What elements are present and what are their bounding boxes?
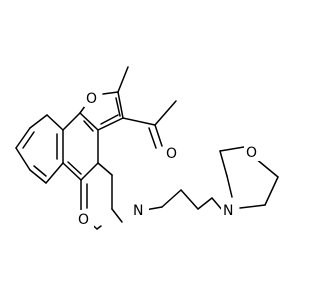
- bond: [111, 208, 123, 223]
- bond: [161, 189, 182, 208]
- bond: [29, 169, 47, 184]
- bond: [96, 225, 102, 230]
- double-bond-inner: [22, 131, 35, 149]
- bond: [117, 91, 124, 119]
- benzo-ring-left: [15, 114, 64, 184]
- carbonyl-bond: [148, 127, 157, 149]
- bond: [219, 146, 245, 152]
- bond: [80, 162, 99, 181]
- bond: [219, 150, 228, 177]
- double-bond-inner: [83, 120, 94, 132]
- bond: [97, 117, 124, 131]
- bond: [45, 162, 64, 184]
- oxazine-oxygen-label: O: [78, 212, 89, 228]
- furan-ring: [79, 91, 124, 131]
- structure-drawing: O O O N N O: [15, 66, 279, 230]
- bond: [226, 175, 233, 198]
- bond: [254, 157, 279, 178]
- carbonyl-oxygen-label: O: [166, 146, 177, 162]
- double-bond-inner: [67, 161, 82, 175]
- double-bond-inner: [100, 114, 119, 125]
- bond: [46, 114, 64, 131]
- morpholine-oxygen-label: O: [246, 145, 257, 161]
- carbonyl-bond: [154, 124, 163, 147]
- bond: [264, 176, 279, 206]
- acetyl-group: [122, 100, 177, 149]
- bond: [239, 204, 266, 209]
- bond: [122, 117, 156, 126]
- atom-labels: O O O N N O: [76, 89, 262, 228]
- naphthalene-ring-right: [62, 112, 99, 181]
- propyl-linker: [144, 189, 224, 212]
- double-bond-inner: [115, 97, 121, 117]
- morpholine-ring: [219, 146, 279, 209]
- double-bond-inner: [33, 165, 47, 177]
- oxazine-nitrogen-label: N: [133, 203, 143, 219]
- bond: [29, 114, 48, 129]
- bond: [62, 112, 81, 131]
- bond: [197, 197, 213, 210]
- methyl-bond: [117, 66, 129, 93]
- bond: [180, 189, 199, 210]
- bond: [15, 147, 31, 171]
- bond: [62, 162, 82, 181]
- bond: [154, 100, 177, 126]
- bond: [102, 91, 119, 95]
- morpholine-nitrogen-label: N: [223, 203, 233, 219]
- furan-oxygen-label: O: [86, 91, 97, 107]
- bond: [79, 112, 99, 131]
- bond: [15, 127, 31, 149]
- molecule-diagram: O O O N N O: [15, 66, 279, 230]
- bond: [97, 162, 113, 176]
